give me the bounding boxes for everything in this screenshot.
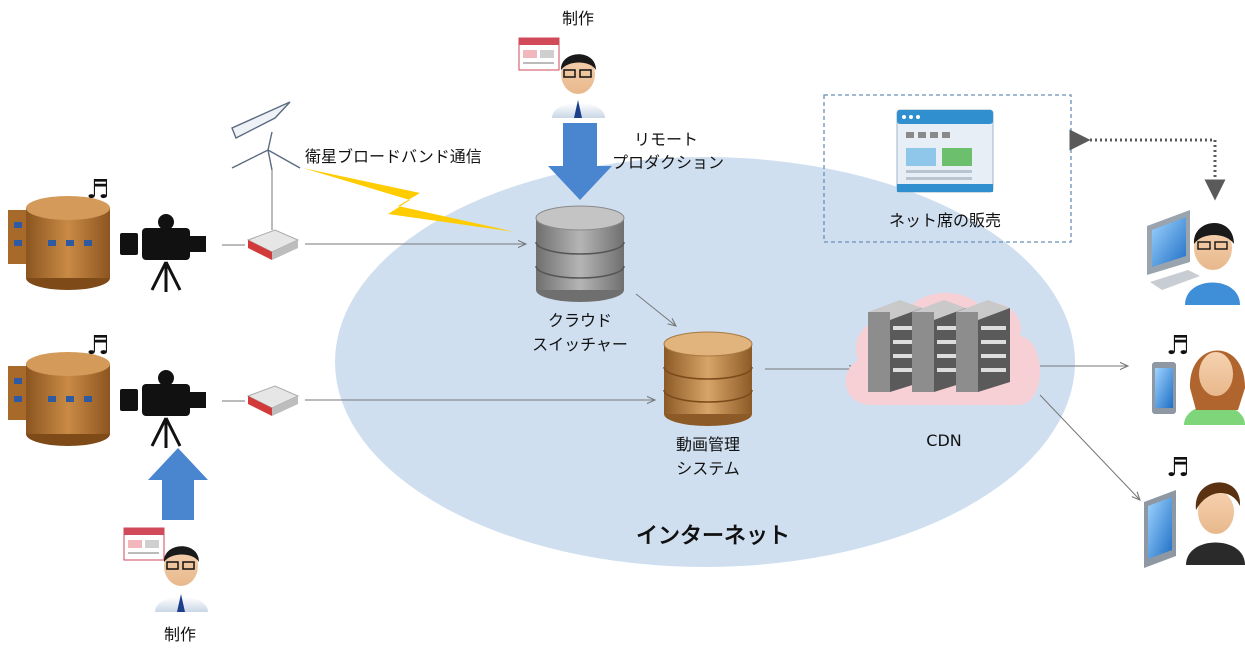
camera-icon-2: [120, 370, 206, 448]
label-remote-production-1: リモート: [634, 130, 698, 149]
viewer-tablet-icon: [1144, 482, 1245, 568]
venue-icon-1: [8, 196, 110, 290]
cdn-server-icon: [868, 300, 1010, 392]
satellite-icon: [231, 101, 301, 171]
label-remote-production-2: プロダクション: [612, 153, 724, 172]
label-ticket-sales: ネット席の販売: [889, 211, 1001, 230]
label-cdn: CDN: [926, 431, 961, 450]
label-cloud-switcher-2: スイッチャー: [532, 335, 628, 354]
producer-bottom-icon: [123, 527, 208, 612]
cloud-switcher-db-icon: [535, 205, 625, 302]
music-note-venue-1: ♬: [86, 175, 109, 205]
encoder-icon-2: [246, 385, 300, 416]
venue-icon-2: [8, 352, 110, 446]
onsite-production-arrow: [148, 448, 208, 520]
producer-top-icon: [518, 37, 605, 118]
satellite-link-bolt: [303, 168, 515, 232]
music-note-viewer-3: ♬: [1166, 453, 1189, 483]
ticket-sales-box: [823, 94, 1072, 243]
label-production-top: 制作: [562, 9, 594, 28]
label-video-management-1: 動画管理: [676, 435, 740, 454]
label-cloud-switcher-1: クラウド: [548, 311, 612, 330]
camera-icon-1: [120, 214, 206, 292]
viewer-pc-icon: [1147, 210, 1240, 305]
webpage-icon: [896, 109, 994, 193]
video-management-db-icon: [663, 331, 753, 426]
arrow-cdn-viewer3: [1039, 394, 1140, 500]
label-video-management-2: システム: [676, 459, 740, 478]
viewer-smartphone-icon: [1152, 350, 1245, 425]
encoder-icon-1: [246, 229, 300, 260]
arrow-switcher-vms: [635, 293, 676, 326]
label-internet: インターネット: [636, 524, 790, 549]
label-production-bottom: 制作: [164, 625, 196, 644]
dotted-arrow: [1069, 129, 1226, 201]
remote-production-arrow: [548, 123, 612, 200]
label-satellite: 衛星ブロードバンド通信: [305, 147, 482, 166]
music-note-viewer-2: ♬: [1166, 331, 1189, 361]
music-note-venue-2: ♬: [86, 331, 109, 361]
